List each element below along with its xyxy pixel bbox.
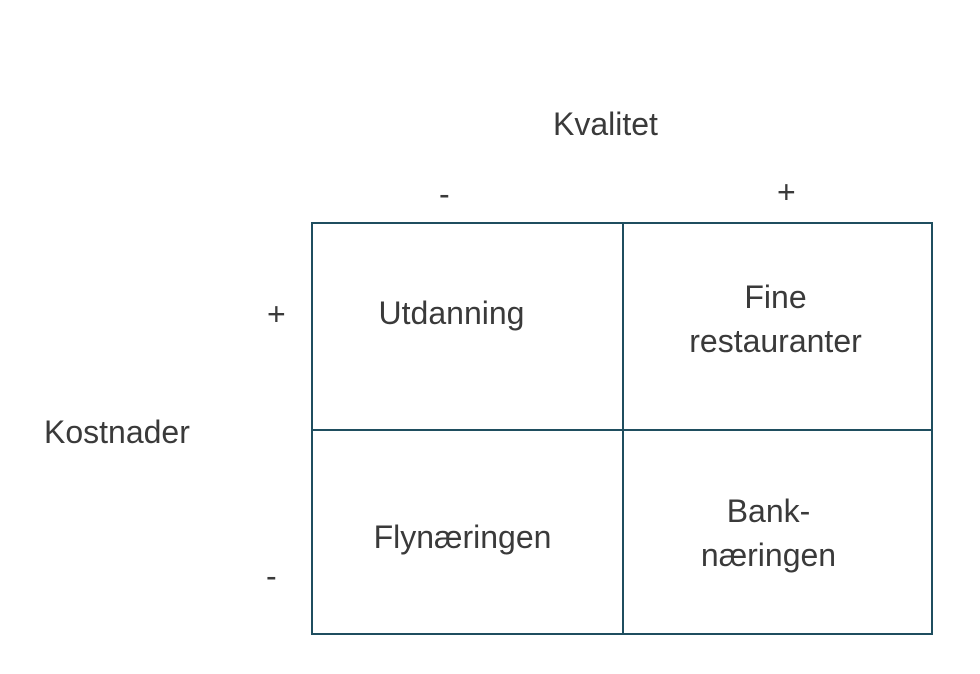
x-axis-high-label: +	[777, 174, 796, 210]
quadrant-bottom-right: Bank- næringen	[624, 431, 933, 635]
y-axis-high-label: +	[267, 296, 286, 332]
quadrant-top-left: Utdanning	[313, 224, 622, 429]
grid-horizontal-divider	[313, 429, 931, 431]
quadrant-bottom-right-label-line1: Bank-	[726, 493, 811, 529]
y-axis-low-label: -	[266, 558, 277, 594]
x-axis-low-label: -	[439, 176, 450, 212]
y-axis-title: Kostnader	[44, 414, 190, 450]
quadrant-top-right-label-line2: restauranter	[689, 322, 862, 359]
quadrant-bottom-left: Flynæringen	[313, 431, 622, 635]
grid-vertical-divider	[622, 224, 624, 633]
quadrant-top-right-label-line1: Fine	[744, 278, 807, 315]
quadrant-bottom-left-label: Flynæringen	[373, 519, 552, 555]
x-axis-title: Kvalitet	[553, 106, 658, 142]
quadrant-top-right: Fine restauranter	[624, 224, 933, 429]
quadrant-bottom-right-label-line2: næringen	[700, 537, 837, 573]
quadrant-top-left-label: Utdanning	[378, 294, 525, 331]
quadrant-grid: Utdanning Fine restauranter Flynæringen …	[311, 222, 933, 635]
